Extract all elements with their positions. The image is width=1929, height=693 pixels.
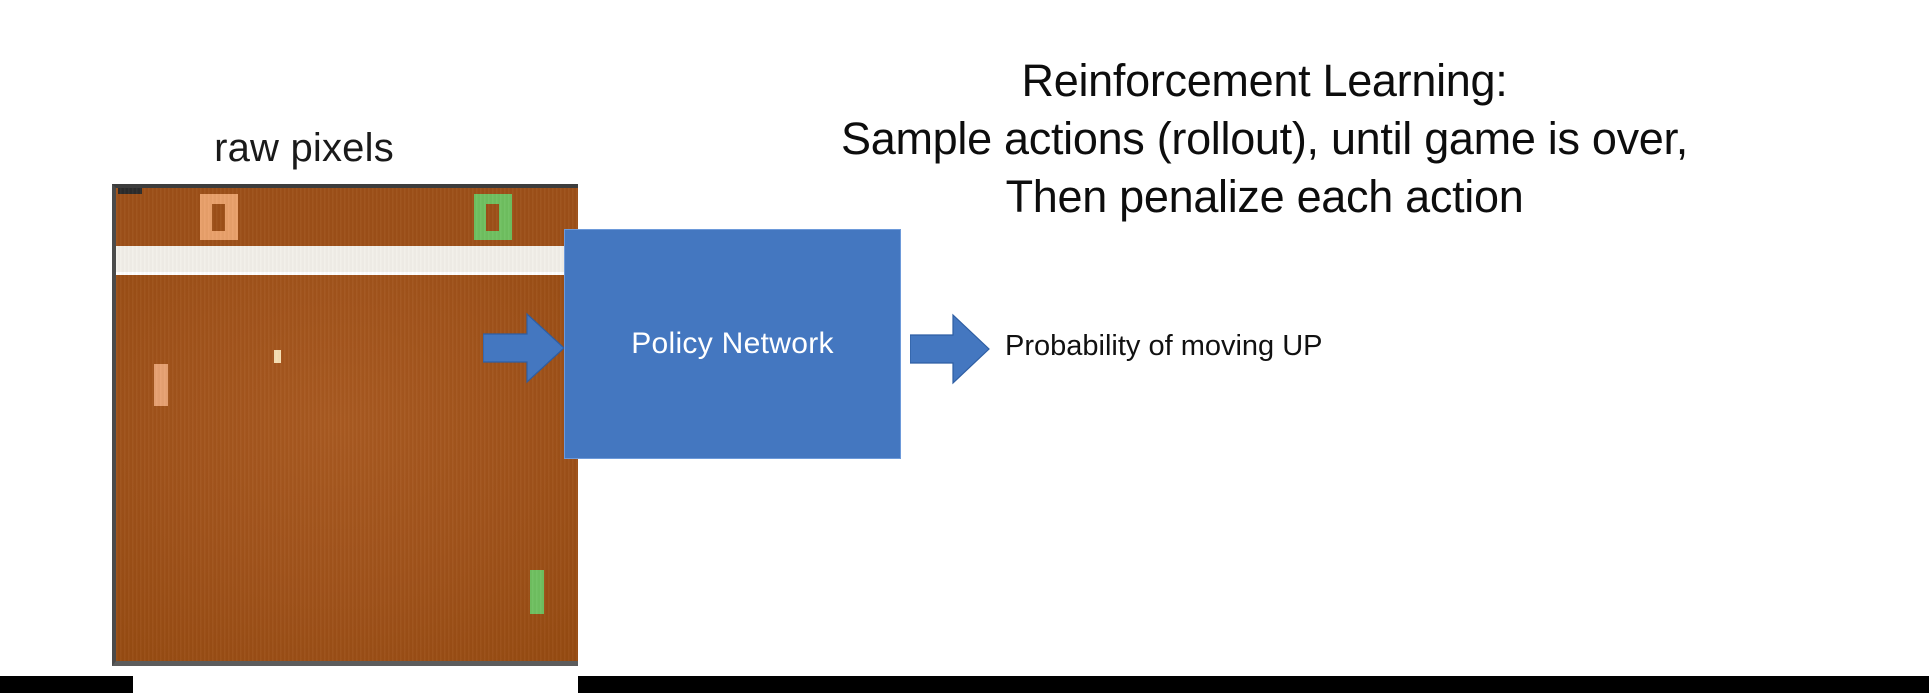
pong-paddle-left [154,364,168,406]
raw-pixels-caption: raw pixels [214,126,394,170]
letterbox-bar-left [0,676,133,693]
policy-network-box[interactable]: Policy Network [564,229,901,459]
arrow-network-to-output-icon [910,312,990,386]
pong-ball [274,350,281,363]
pong-score-band [116,188,578,246]
headline-block: Reinforcement Learning: Sample actions (… [600,52,1929,226]
pong-paddle-right [530,570,544,614]
arrow-pixels-to-network-icon [483,310,565,386]
pong-game-screenshot [112,184,578,666]
pong-corner-notch [118,188,142,194]
headline-line-3: Then penalize each action [1005,171,1524,222]
pong-score-digit-left [200,194,238,240]
policy-network-label: Policy Network [631,327,834,360]
letterbox-bar-right [578,676,1929,693]
pong-divider-bar [116,246,578,275]
headline-line-2: Sample actions (rollout), until game is … [841,113,1688,164]
headline-line-1: Reinforcement Learning: [1021,55,1508,106]
output-probability-label: Probability of moving UP [1005,330,1323,362]
pong-score-digit-right [474,194,512,240]
